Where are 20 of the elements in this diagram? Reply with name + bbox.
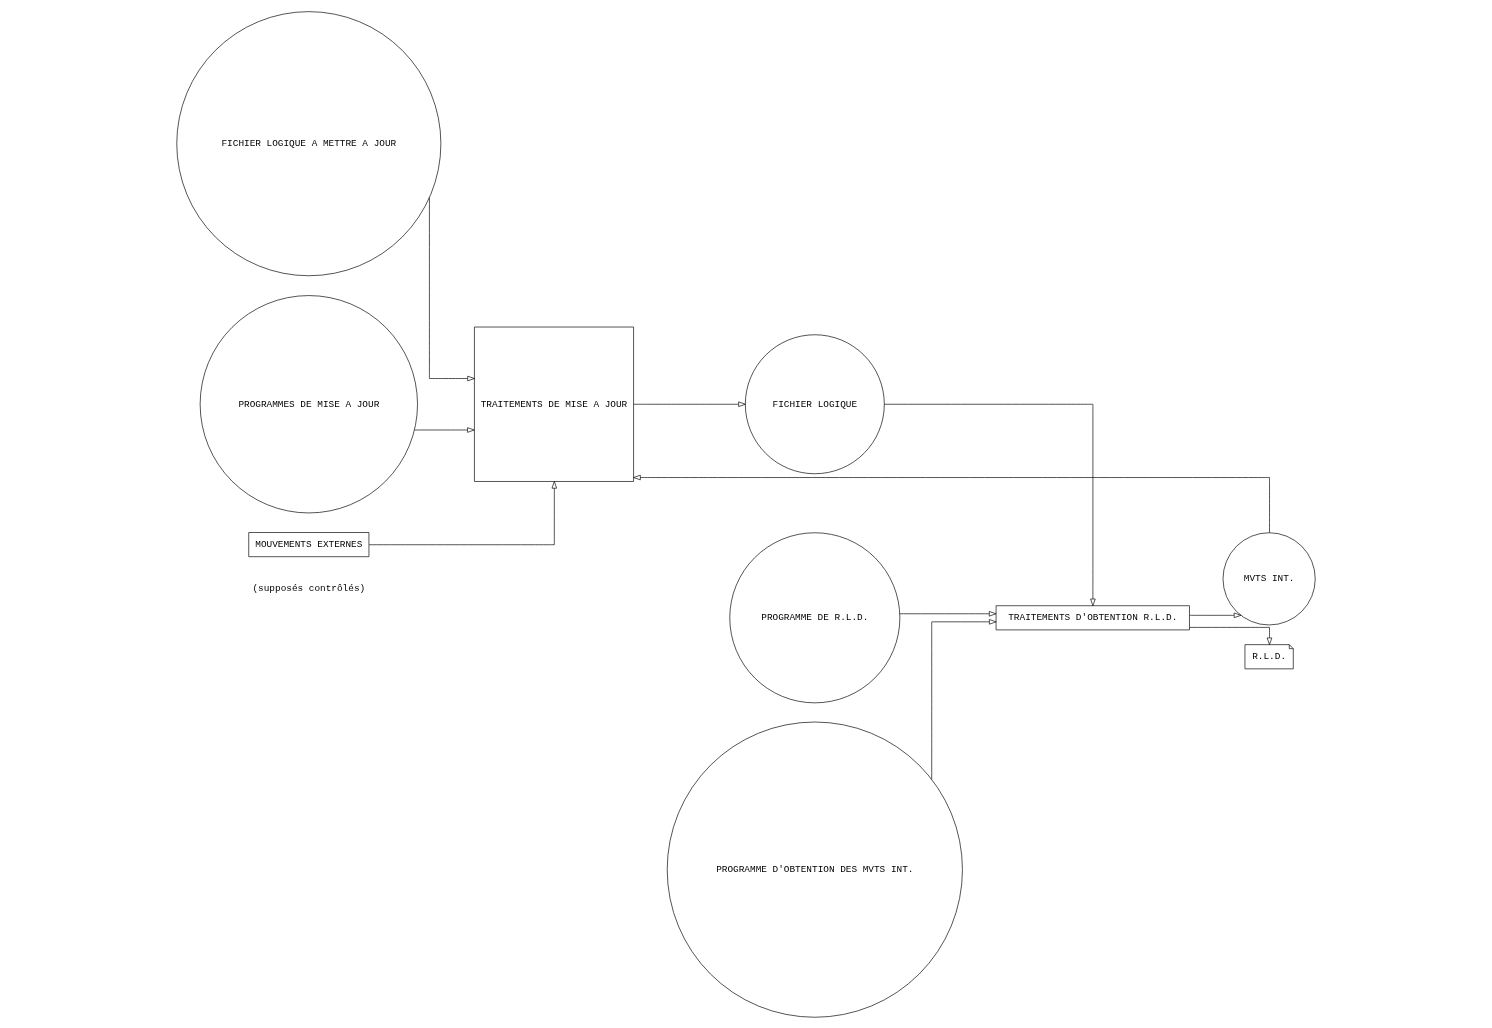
node-circle: PROGRAMME D'OBTENTION DES MVTS INT. <box>666 721 963 1018</box>
arrow <box>883 403 1096 606</box>
node-circle: PROGRAMME DE R.L.D. <box>729 531 901 703</box>
node-circle: MVTS INT. <box>1222 531 1316 625</box>
arrow <box>931 618 997 780</box>
arrow <box>1189 626 1273 645</box>
arrow <box>429 196 475 381</box>
node-circle: FICHIER LOGIQUE A METTRE A JOUR <box>176 10 442 276</box>
arrow <box>633 401 746 407</box>
arrow <box>633 474 1270 533</box>
arrow <box>414 426 475 433</box>
node-label: (supposés contrôlés) <box>252 582 366 594</box>
node-box: MOUVEMENTS EXTERNES <box>248 531 370 557</box>
node-circle: PROGRAMMES DE MISE A JOUR <box>199 294 418 513</box>
arrow <box>899 610 997 616</box>
node-box: TRAITEMENTS DE MISE A JOUR <box>474 326 634 482</box>
node-box: TRAITEMENTS D'OBTENTION R.L.D. <box>995 604 1190 630</box>
node-circle: FICHIER LOGIQUE <box>745 333 885 474</box>
arrow <box>1189 612 1242 618</box>
arrow <box>368 480 557 545</box>
